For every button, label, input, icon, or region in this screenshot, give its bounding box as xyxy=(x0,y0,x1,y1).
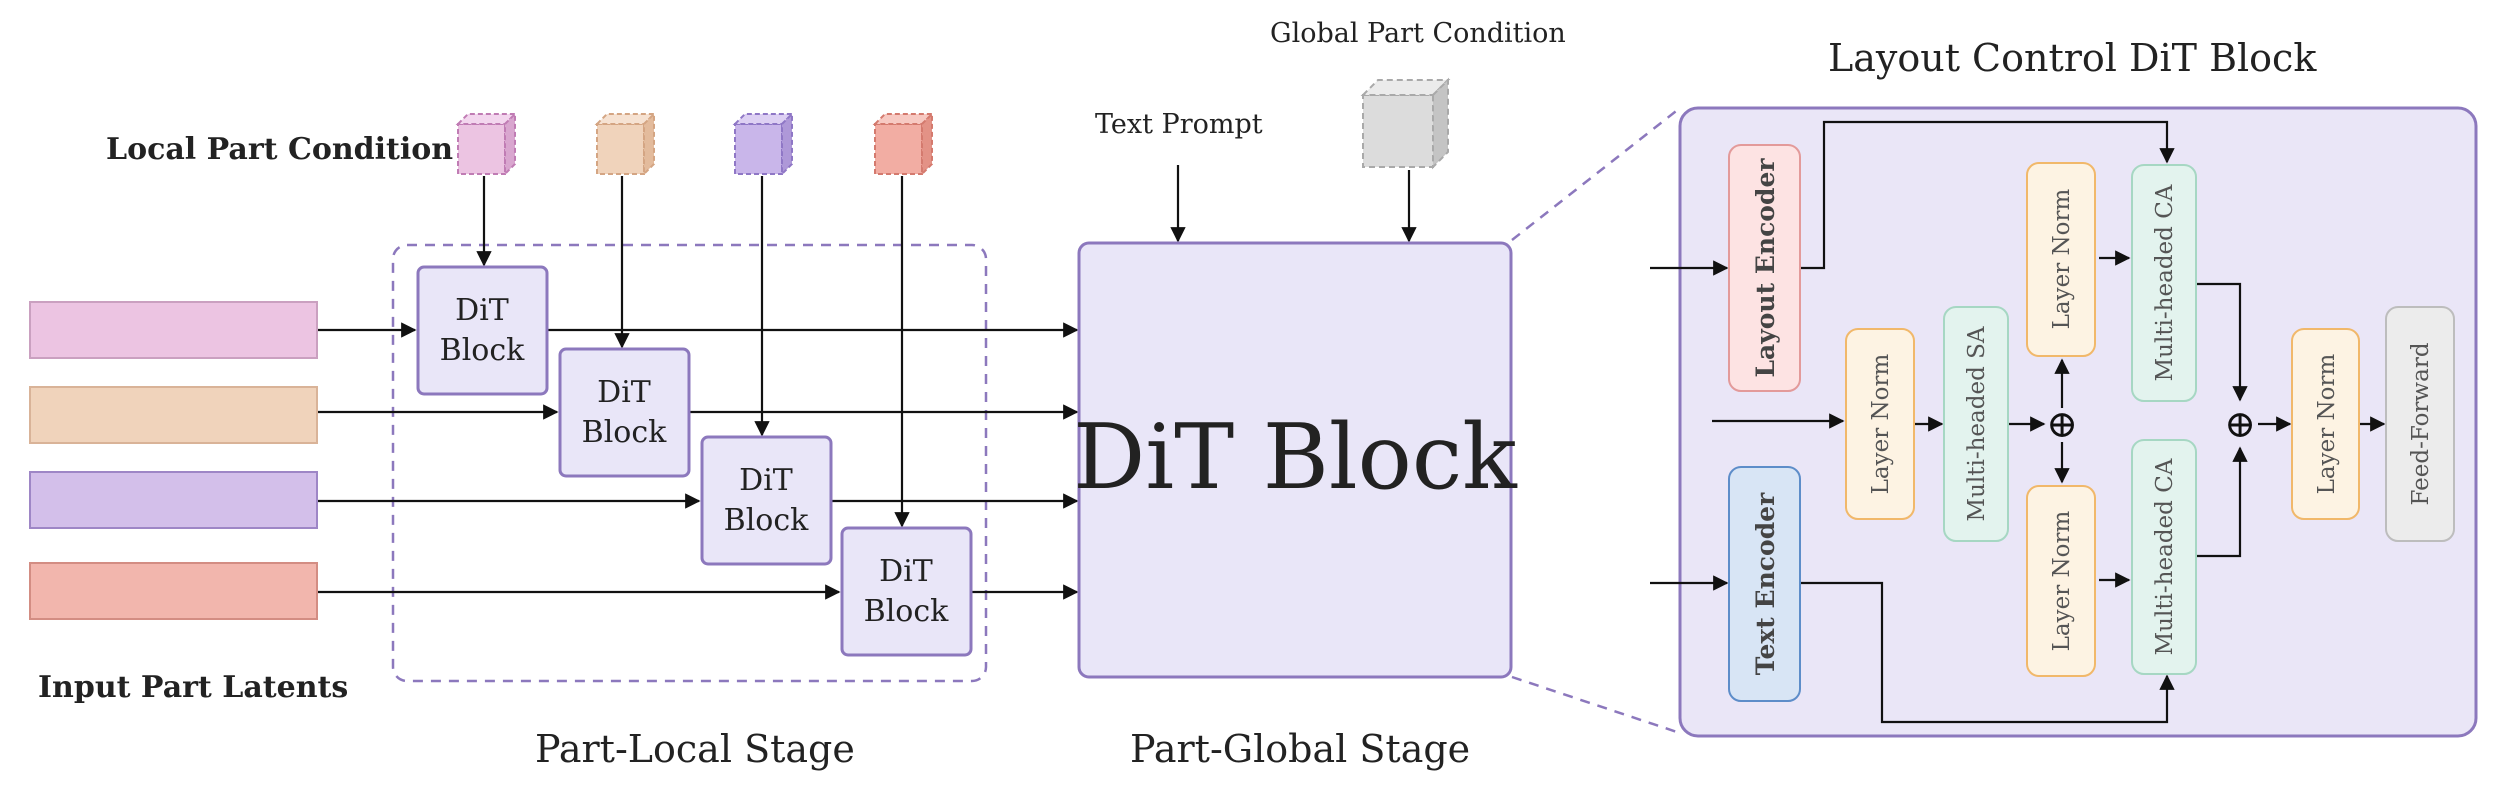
input-part-latents xyxy=(29,301,318,620)
layout-encoder: Layout Encoder xyxy=(1728,144,1801,392)
svg-text:Multi-headed SA: Multi-headed SA xyxy=(1964,326,1990,521)
global-part-condition-label: Global Part Condition xyxy=(1270,18,1566,49)
latent-purple xyxy=(29,471,318,529)
layout-block-arrows xyxy=(1650,120,2386,724)
local-part-condition-label: Local Part Condition xyxy=(106,132,453,167)
layer-norm-top: Layer Norm xyxy=(2026,162,2096,357)
svg-text:Text Encoder: Text Encoder xyxy=(1751,492,1780,675)
svg-text:Layer Norm: Layer Norm xyxy=(2314,353,2340,494)
multi-headed-sa: Multi-headed SA xyxy=(1943,306,2009,542)
svg-text:Block: Block xyxy=(724,503,810,538)
zoom-line-bottom xyxy=(1511,675,1681,735)
svg-text:DiT: DiT xyxy=(597,375,651,410)
latent-pink xyxy=(29,301,318,359)
part-local-stage-label: Part-Local Stage xyxy=(535,727,855,771)
svg-text:Layout Encoder: Layout Encoder xyxy=(1751,158,1780,378)
multi-headed-ca-top: Multi-headed CA xyxy=(2131,164,2197,402)
input-part-latents-label: Input Part Latents xyxy=(38,670,348,705)
residual-add-1: ⊕ xyxy=(2046,402,2078,446)
svg-text:Layer Norm: Layer Norm xyxy=(2049,510,2075,651)
text-prompt-label: Text Prompt xyxy=(1095,109,1263,140)
svg-text:Block: Block xyxy=(582,415,668,450)
feed-forward: Feed-Forward xyxy=(2385,306,2455,542)
latent-red xyxy=(29,562,318,620)
dit-block-global: DiT Block xyxy=(1073,241,1518,679)
part-global-stage-label: Part-Global Stage xyxy=(1130,727,1470,771)
layer-norm-1: Layer Norm xyxy=(1845,328,1915,520)
part-local-arrows xyxy=(318,165,1417,600)
multi-headed-ca-bottom: Multi-headed CA xyxy=(2131,439,2197,675)
layer-norm-final: Layer Norm xyxy=(2291,328,2360,520)
cube-red xyxy=(872,111,935,177)
svg-text:Block: Block xyxy=(864,594,950,629)
zoom-line-top xyxy=(1511,107,1681,241)
text-encoder: Text Encoder xyxy=(1728,466,1801,702)
svg-text:DiT Block: DiT Block xyxy=(1073,405,1518,510)
svg-text:Layer Norm: Layer Norm xyxy=(1868,353,1894,494)
svg-text:Multi-headed CA: Multi-headed CA xyxy=(2152,184,2178,381)
dit-block-1: DiT Block xyxy=(416,265,549,396)
residual-add-2: ⊕ xyxy=(2224,402,2256,446)
local-condition-cubes xyxy=(455,111,935,177)
svg-text:Feed-Forward: Feed-Forward xyxy=(2408,342,2434,505)
svg-text:Layer Norm: Layer Norm xyxy=(2049,188,2075,329)
svg-text:DiT: DiT xyxy=(739,463,793,498)
layout-control-panel xyxy=(1678,106,2478,738)
layer-norm-bottom: Layer Norm xyxy=(2026,485,2096,677)
dit-block-2: DiT Block xyxy=(558,347,691,478)
cube-peach xyxy=(594,111,657,177)
svg-text:Block: Block xyxy=(440,333,526,368)
svg-text:Multi-headed CA: Multi-headed CA xyxy=(2152,458,2178,655)
part-local-stage-frame xyxy=(391,243,988,683)
svg-text:DiT: DiT xyxy=(879,554,933,589)
cube-purple xyxy=(732,111,795,177)
cube-pink xyxy=(455,111,518,177)
svg-text:DiT: DiT xyxy=(455,293,509,328)
dit-block-3: DiT Block xyxy=(700,435,833,566)
layout-control-title: Layout Control DiT Block xyxy=(1828,36,2317,80)
dit-block-4: DiT Block xyxy=(840,526,973,657)
global-condition-cube xyxy=(1360,77,1451,170)
latent-peach xyxy=(29,386,318,444)
